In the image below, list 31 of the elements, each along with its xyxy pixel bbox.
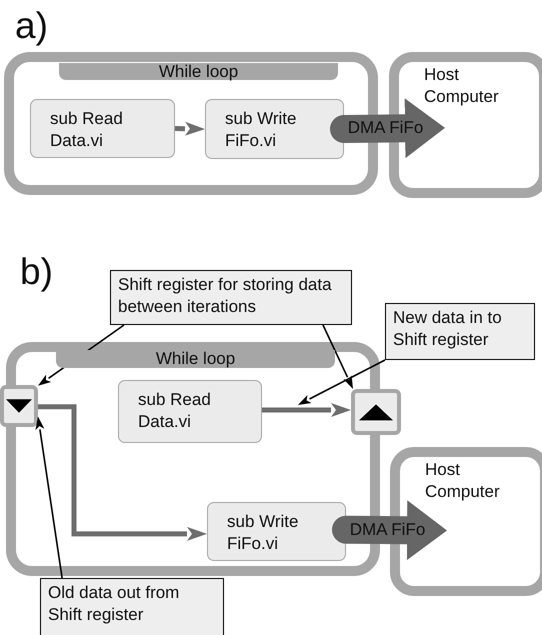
loop-title: While loop: [59, 63, 338, 80]
host-frame: [390, 447, 542, 596]
edge-label: DMA FiFo: [350, 520, 426, 540]
leader-line: [322, 324, 354, 389]
subvi-box: [205, 99, 344, 159]
shift-register-box: [351, 389, 401, 435]
callout-text: Shift register for storing data between iterations: [118, 274, 333, 318]
wire-arrow: [174, 122, 205, 136]
callout-box: [110, 270, 352, 325]
panel-label: a): [15, 6, 48, 46]
edge-label: DMA FiFo: [348, 118, 424, 138]
node-label: sub Write FiFo.vi: [225, 108, 298, 152]
wire-arrow: [38, 404, 207, 541]
node-label: sub Read Data.vi: [138, 389, 212, 433]
wire-arrow: [262, 403, 351, 417]
subvi-box: [118, 380, 262, 443]
callout-text: New data in to Shift register: [393, 307, 503, 351]
leader-line: [38, 324, 124, 386]
loop-title: While loop: [56, 350, 335, 368]
node-label: Host Computer: [425, 459, 501, 503]
callout-box: [40, 578, 224, 635]
node-label: sub Write FiFo.vi: [227, 511, 300, 555]
callout-box: [385, 303, 535, 360]
shift-register-box: [0, 385, 38, 427]
subvi-box: [30, 99, 175, 158]
panel-label: b): [20, 252, 53, 292]
node-label: Host Computer: [424, 64, 500, 108]
subvi-box: [207, 502, 346, 561]
callout-text: Old data out from Shift register: [48, 582, 180, 626]
host-frame: [389, 52, 542, 198]
node-label: sub Read Data.vi: [50, 108, 124, 152]
